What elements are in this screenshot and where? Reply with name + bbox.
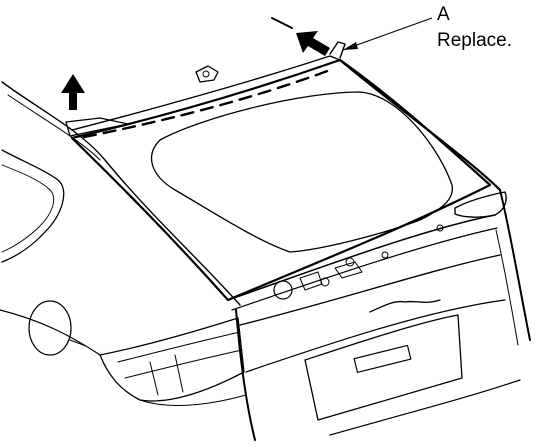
hatch-right-edge — [338, 58, 502, 192]
spoiler — [454, 191, 507, 218]
rear-quarter-lower — [0, 309, 101, 356]
roof-antenna — [195, 65, 219, 83]
tailgate-left-edge — [235, 309, 256, 441]
tailgate-mid-line — [239, 254, 501, 326]
seal-dashed-line — [82, 68, 332, 139]
tailgate-right-inner — [495, 229, 519, 346]
roof-molding-top — [71, 55, 341, 131]
side-window-inner — [1, 164, 54, 253]
license-plate-recess — [304, 314, 463, 421]
fuel-lid-leader — [69, 339, 87, 347]
fuel-lid — [28, 300, 72, 356]
body-side-line — [7, 94, 101, 161]
arrow-up-icon — [61, 74, 85, 110]
removal-dash — [271, 17, 293, 29]
fastener — [273, 280, 293, 300]
emblem-notch — [369, 299, 441, 313]
rear-window-glass — [151, 91, 453, 253]
tail-lamp-left — [99, 317, 245, 402]
tailgate-trim-2 — [231, 227, 498, 311]
arrow-up-left-icon — [296, 31, 330, 56]
clip-bracket — [329, 41, 346, 59]
license-lamp — [353, 344, 412, 373]
tailgate-lower-line — [245, 299, 506, 373]
callout-note: Replace. — [437, 30, 512, 51]
callout-letter: A — [437, 4, 450, 25]
side-window — [1, 149, 65, 263]
tailgate-right-edge — [499, 189, 531, 341]
hatch-glass-frame — [70, 58, 492, 302]
car-body-outline — [1, 81, 241, 306]
leader-line — [342, 17, 433, 51]
tailgate-bottom — [329, 379, 521, 436]
tailgate-upper-trim — [227, 214, 496, 301]
